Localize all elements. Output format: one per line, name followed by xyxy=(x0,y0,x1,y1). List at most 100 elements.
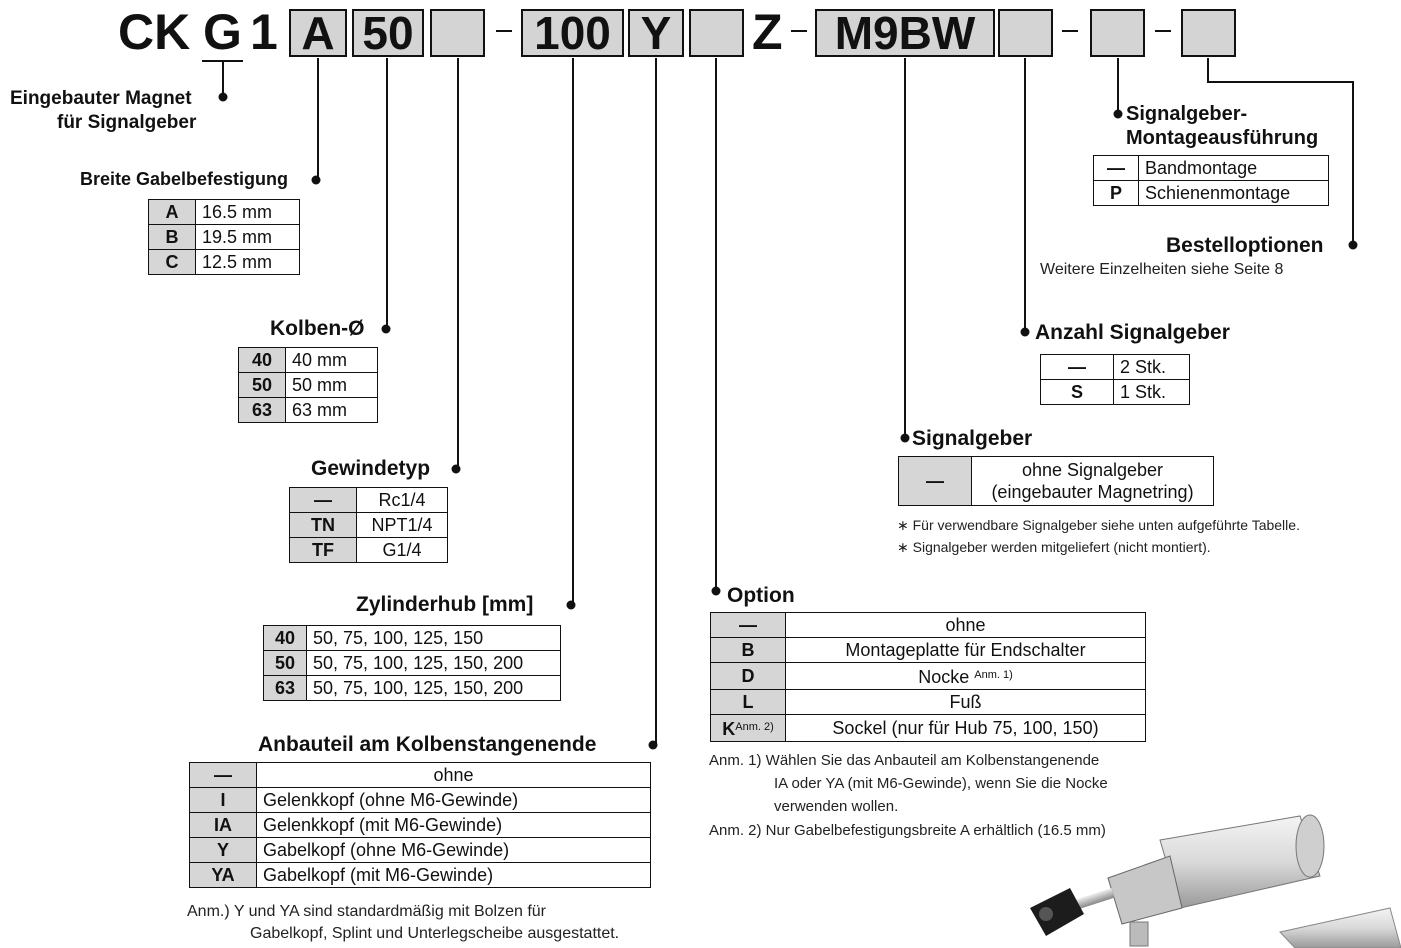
made-to-order-dot xyxy=(1348,240,1358,250)
option-note1-line1: Anm. 1) Wählen Sie das Anbauteil am Kolb… xyxy=(709,752,1100,769)
stroke-title: Zylinderhub [mm] xyxy=(356,593,534,616)
value-cell: 50, 75, 100, 125, 150, 200 xyxy=(306,675,561,701)
bore-dot xyxy=(381,324,391,334)
value-cell: 16.5 mm xyxy=(195,199,300,225)
option-note2: Anm. 2) Nur Gabelbefestigungsbreite A er… xyxy=(709,822,1106,839)
code-box-option xyxy=(689,9,744,57)
key-cell: — xyxy=(898,456,972,506)
key-cell: — xyxy=(1040,354,1114,380)
switch-count-dot xyxy=(1020,327,1030,337)
key-cell: — xyxy=(1093,155,1139,181)
made-to-order-note: Weitere Einzelheiten siehe Seite 8 xyxy=(1040,261,1284,278)
code-box-switch-count xyxy=(998,9,1053,57)
switch-note1: ∗ Für verwendbare Signalgeber siehe unte… xyxy=(897,517,1300,533)
code-dash-2 xyxy=(791,30,807,32)
footnote-ref: Anm. 1) xyxy=(974,669,1013,681)
key-cell: 63 xyxy=(238,397,286,423)
key-cell: — xyxy=(189,762,257,788)
key-cell: TF xyxy=(289,537,357,563)
value-cell: ohne xyxy=(785,612,1146,638)
switch-dot xyxy=(900,433,910,443)
table-row: KAnm. 2)Sockel (nur für Hub 75, 100, 150… xyxy=(710,714,1146,742)
cylinder-product-image xyxy=(1030,814,1401,948)
key-cell: I xyxy=(189,787,257,813)
key-cell: B xyxy=(710,637,786,663)
key-cell: L xyxy=(710,689,786,715)
clevis-dot xyxy=(311,175,321,185)
key-cell: B xyxy=(148,224,196,250)
code-box-bore: 50 xyxy=(352,9,424,57)
table-row: —ohne xyxy=(710,612,1146,638)
table-row: —Bandmontage xyxy=(1093,155,1329,181)
value-cell: Gabelkopf (ohne M6-Gewinde) xyxy=(256,837,651,863)
mounting-dot xyxy=(1113,109,1123,119)
value-cell: Sockel (nur für Hub 75, 100, 150) xyxy=(785,714,1146,742)
value-cell: ohne xyxy=(256,762,651,788)
key-cell: 63 xyxy=(263,675,307,701)
value-cell: Nocke Anm. 1) xyxy=(785,662,1146,690)
made-to-order-title: Bestelloptionen xyxy=(1166,234,1324,257)
value-cell: ohne Signalgeber(eingebauter Magnetring) xyxy=(971,456,1214,506)
value-text: Nocke xyxy=(918,667,970,687)
value-cell: 50, 75, 100, 125, 150 xyxy=(306,625,561,651)
thread-title: Gewindetyp xyxy=(311,457,431,480)
rod-end-dot xyxy=(648,740,658,750)
key-cell: KAnm. 2) xyxy=(710,714,786,742)
value-cell: Bandmontage xyxy=(1138,155,1329,181)
option-note1-line2: IA oder YA (mit M6-Gewinde), wenn Sie di… xyxy=(774,775,1108,792)
key-cell: 50 xyxy=(238,372,286,398)
table-row: — ohne Signalgeber(eingebauter Magnetrin… xyxy=(898,456,1214,506)
key-cell: 40 xyxy=(238,347,286,373)
mounting-title-line2: Montageausführung xyxy=(1126,127,1319,149)
table-row: —ohne xyxy=(189,762,651,788)
switch-value-line2: (eingebauter Magnetring) xyxy=(991,482,1194,502)
value-cell: Montageplatte für Endschalter xyxy=(785,637,1146,663)
value-cell: 50 mm xyxy=(285,372,378,398)
key-cell: IA xyxy=(189,812,257,838)
code-dash-1 xyxy=(496,30,512,32)
mounting-title-line1: Signalgeber- xyxy=(1126,103,1248,125)
table-row: —Rc1/4 xyxy=(289,487,448,513)
code-box-clevis: A xyxy=(289,9,347,57)
magnet-dot xyxy=(218,92,228,102)
switch-note2: ∗ Signalgeber werden mitgeliefert (nicht… xyxy=(897,539,1211,555)
option-note1-line3: verwenden wollen. xyxy=(774,798,899,815)
switch-table: — ohne Signalgeber(eingebauter Magnetrin… xyxy=(898,456,1214,506)
key-cell: A xyxy=(148,199,196,225)
footnote-ref: Anm. 2) xyxy=(735,721,774,733)
key-text: K xyxy=(722,719,736,739)
switch-count-title: Anzahl Signalgeber xyxy=(1035,321,1230,344)
rod-end-title: Anbauteil am Kolbenstangenende xyxy=(258,733,597,756)
value-cell: 1 Stk. xyxy=(1113,379,1190,405)
value-cell: Rc1/4 xyxy=(356,487,448,513)
value-cell: Gelenkkopf (ohne M6-Gewinde) xyxy=(256,787,651,813)
value-cell: Gelenkkopf (mit M6-Gewinde) xyxy=(256,812,651,838)
value-cell: G1/4 xyxy=(356,537,448,563)
key-cell: 50 xyxy=(263,650,307,676)
key-cell: D xyxy=(710,662,786,690)
code-box-mounting xyxy=(1090,9,1145,57)
key-cell: — xyxy=(289,487,357,513)
key-cell: YA xyxy=(189,862,257,888)
magnet-label-line1: Eingebauter Magnet xyxy=(10,88,192,109)
magnet-label-line2: für Signalgeber xyxy=(57,112,197,133)
value-cell: Schienenmontage xyxy=(1138,180,1329,206)
clevis-title: Breite Gabelbefestigung xyxy=(80,169,289,189)
